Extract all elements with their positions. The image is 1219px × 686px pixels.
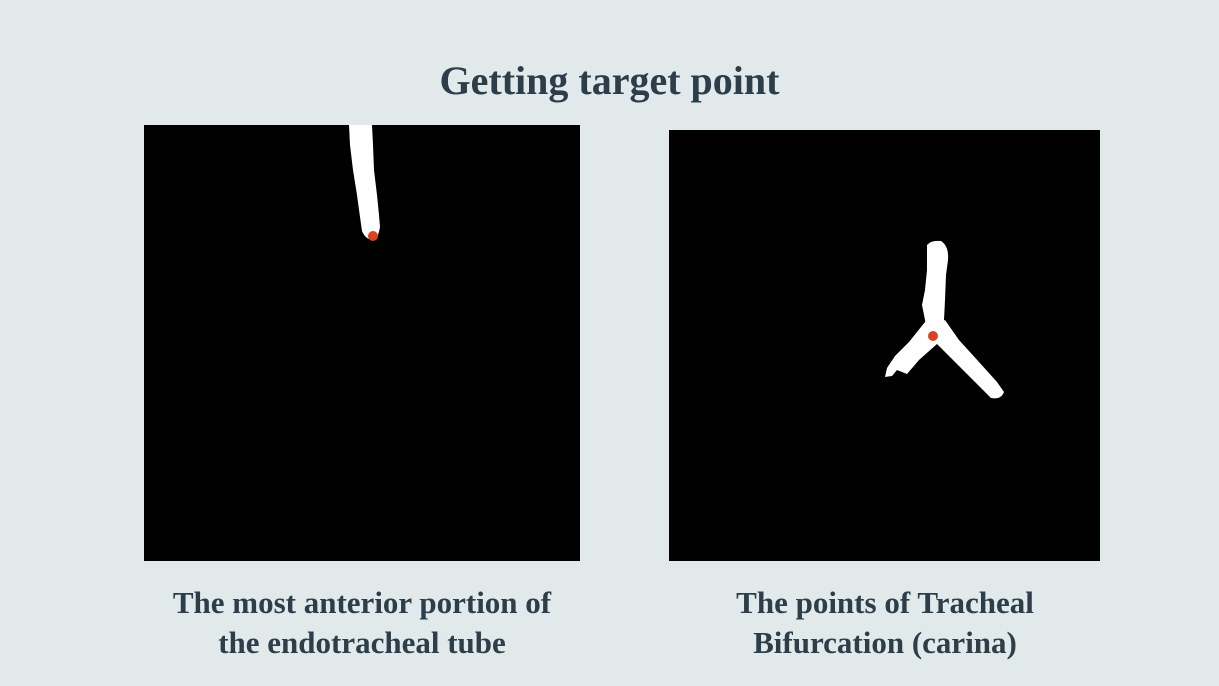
left-caption-line-2: the endotracheal tube	[218, 625, 506, 660]
trachea-bifurcation-shape	[885, 240, 1004, 399]
endotracheal-tube-mask-image	[144, 125, 580, 561]
endotracheal-tube-shape	[349, 125, 380, 240]
right-caption-line-2: Bifurcation (carina)	[753, 625, 1017, 660]
right-caption-line-1: The points of Tracheal	[736, 585, 1034, 620]
left-caption-line-1: The most anterior portion of	[172, 585, 552, 620]
carina-target-point	[928, 331, 938, 341]
slide-title: Getting target point	[439, 58, 780, 103]
left-panel-caption: The most anterior portion of the endotra…	[112, 583, 612, 663]
right-panel-caption: The points of Tracheal Bifurcation (cari…	[635, 583, 1135, 663]
tube-tip-target-point	[368, 231, 378, 241]
carina-mask-image	[669, 130, 1100, 561]
